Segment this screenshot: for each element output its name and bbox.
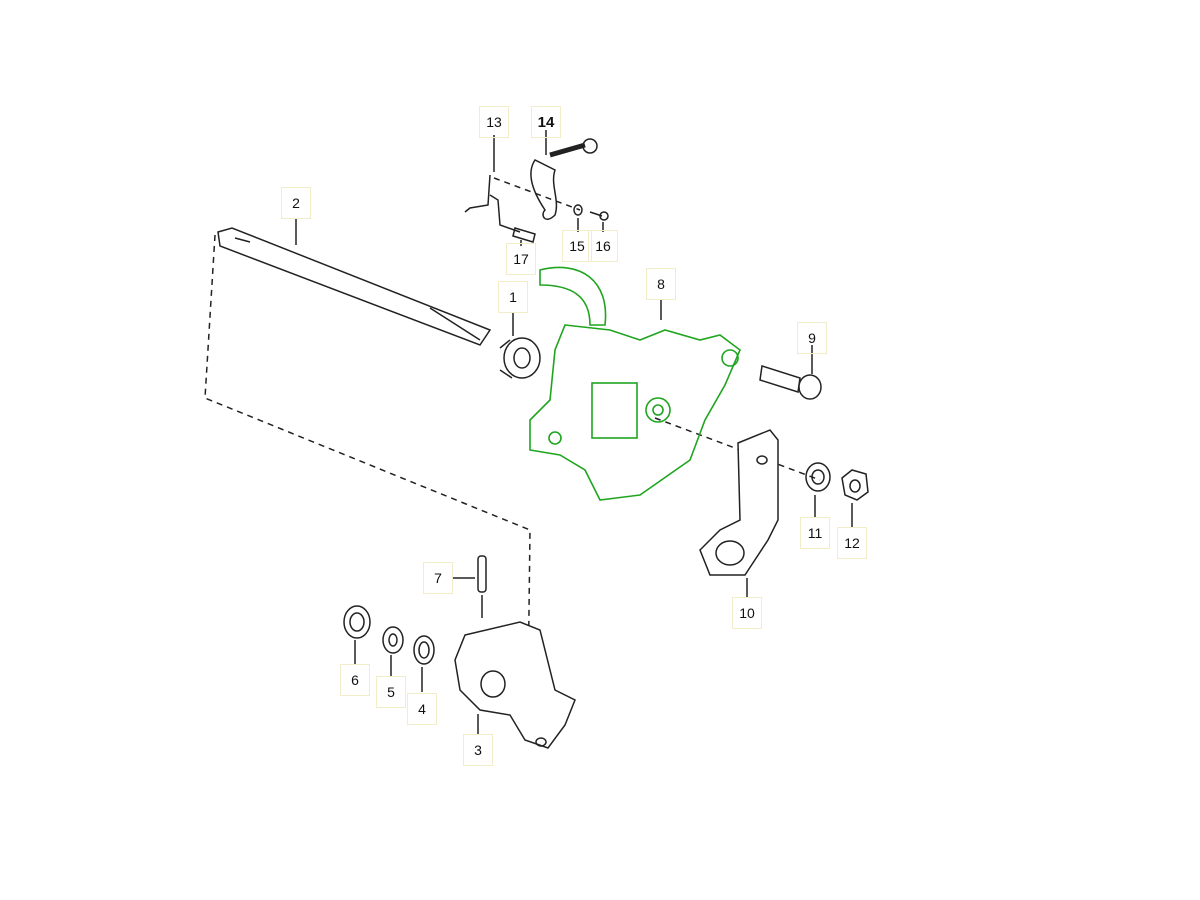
callout-6[interactable]: 6	[340, 664, 370, 696]
callout-16[interactable]: 16	[588, 230, 618, 262]
callout-11[interactable]: 11	[800, 517, 830, 549]
part-2-shaft[interactable]	[217, 227, 492, 346]
part-5-washer[interactable]	[382, 626, 404, 676]
callout-17[interactable]: 17	[506, 243, 536, 275]
part-9-bolt[interactable]	[759, 345, 822, 400]
dashed-alignment-line	[204, 234, 531, 693]
callout-1[interactable]: 1	[498, 281, 528, 313]
callout-10[interactable]: 10	[732, 597, 762, 629]
part-7-pin[interactable]	[452, 555, 487, 618]
callout-4[interactable]: 4	[407, 693, 437, 725]
dashed-alignment-line	[493, 177, 581, 211]
part-8-switch[interactable]	[529, 266, 741, 501]
part-4-washer[interactable]	[413, 635, 435, 692]
part-12-nut[interactable]	[841, 469, 869, 528]
callout-14[interactable]: 14	[531, 106, 561, 138]
callout-3[interactable]: 3	[463, 734, 493, 766]
part-3-sector[interactable]	[454, 621, 576, 749]
callout-9[interactable]: 9	[797, 322, 827, 354]
callout-2[interactable]: 2	[281, 187, 311, 219]
part-14-clamp[interactable]	[530, 130, 598, 220]
part-15-washer[interactable]	[573, 204, 583, 232]
callout-5[interactable]: 5	[376, 676, 406, 708]
part-1-seal[interactable]	[499, 337, 541, 379]
callout-15[interactable]: 15	[562, 230, 592, 262]
callout-7[interactable]: 7	[423, 562, 453, 594]
callout-13[interactable]: 13	[479, 106, 509, 138]
part-6-bushing[interactable]	[343, 605, 371, 664]
part-11-washer[interactable]	[805, 462, 831, 518]
callout-12[interactable]: 12	[837, 527, 867, 559]
part-16-screw[interactable]	[589, 211, 609, 232]
part-13-lever[interactable]	[464, 135, 521, 233]
part-10-bracket[interactable]	[699, 429, 779, 598]
callout-8[interactable]: 8	[646, 268, 676, 300]
